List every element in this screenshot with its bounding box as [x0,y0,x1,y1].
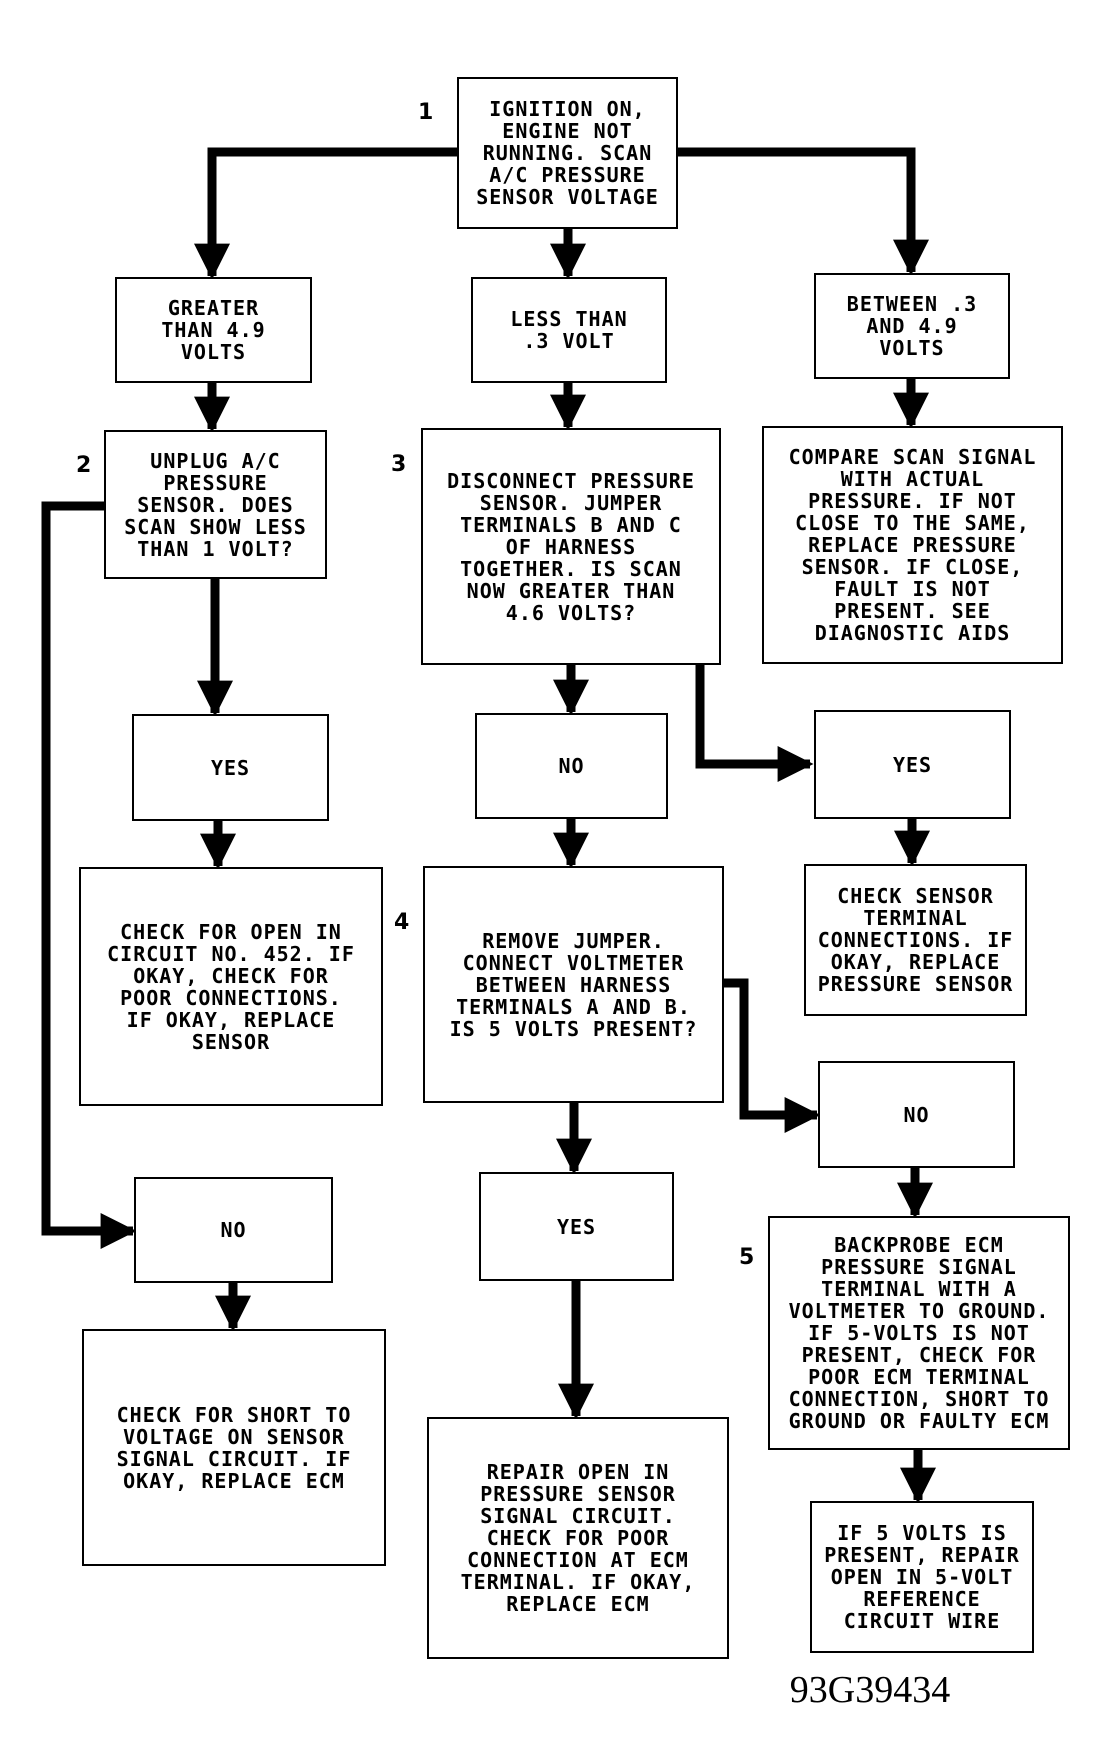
repair-open-box: REPAIR OPEN IN PRESSURE SENSOR SIGNAL CI… [427,1417,729,1659]
unplug-sensor-box: UNPLUG A/C PRESSURE SENSOR. DOES SCAN SH… [104,430,327,579]
less-than-0-3-box: LESS THAN .3 VOLT [471,277,667,383]
check-open-452-box: CHECK FOR OPEN IN CIRCUIT NO. 452. IF OK… [79,867,383,1106]
disconnect-sensor-text: DISCONNECT PRESSURE SENSOR. JUMPER TERMI… [447,468,695,625]
yes-step4-text: YES [556,1214,597,1239]
yes-step4-box: YES [479,1172,674,1281]
backprobe-ecm-box: BACKPROBE ECM PRESSURE SIGNAL TERMINAL W… [768,1216,1070,1450]
connector-disconnect-to-yes [695,665,814,782]
yes-step3-text: YES [892,752,933,777]
connector-remove-jumper-to-no [723,978,821,1133]
yes-step3-box: YES [814,710,1011,819]
figure-id: 93G39434 [789,1669,951,1711]
check-short-voltage-text: CHECK FOR SHORT TO VOLTAGE ON SENSOR SIG… [116,1402,352,1493]
if-5-volts-text: IF 5 VOLTS IS PRESENT, REPAIR OPEN IN 5-… [824,1521,1020,1633]
no-step2-text: NO [220,1218,247,1242]
step-number-3: 3 [391,452,407,477]
yes-step2-box: YES [132,714,329,821]
if-5-volts-box: IF 5 VOLTS IS PRESENT, REPAIR OPEN IN 5-… [810,1501,1034,1653]
start-box: IGNITION ON, ENGINE NOT RUNNING. SCAN A/… [457,77,678,229]
between-text: BETWEEN .3 AND 4.9 VOLTS [846,292,978,360]
connector-start-to-between [678,147,929,276]
disconnect-sensor-box: DISCONNECT PRESSURE SENSOR. JUMPER TERMI… [421,428,721,665]
check-sensor-terminal-text: CHECK SENSOR TERMINAL CONNECTIONS. IF OK… [817,884,1014,996]
connector-start-to-greater [194,147,457,280]
start-text: IGNITION ON, ENGINE NOT RUNNING. SCAN A/… [476,97,659,209]
unplug-sensor-text: UNPLUG A/C PRESSURE SENSOR. DOES SCAN SH… [124,448,307,561]
step-number-2: 2 [76,453,92,478]
no-step3-text: NO [558,754,585,778]
compare-scan-text: COMPARE SCAN SIGNAL WITH ACTUAL PRESSURE… [788,445,1037,645]
yes-step2-text: YES [210,755,251,780]
step-number-5: 5 [739,1245,755,1270]
remove-jumper-box: REMOVE JUMPER. CONNECT VOLTMETER BETWEEN… [423,866,724,1103]
no-step3-box: NO [475,713,668,819]
greater-than-4-9-box: GREATER THAN 4.9 VOLTS [115,277,312,383]
step-number-1: 1 [418,100,434,125]
no-step4-text: NO [903,1102,930,1127]
repair-open-text: REPAIR OPEN IN PRESSURE SENSOR SIGNAL CI… [460,1460,696,1616]
check-open-452-text: CHECK FOR OPEN IN CIRCUIT NO. 452. IF OK… [107,919,355,1054]
no-step2-box: NO [134,1177,333,1283]
step-number-4: 4 [394,910,410,935]
compare-scan-box: COMPARE SCAN SIGNAL WITH ACTUAL PRESSURE… [762,426,1063,664]
check-sensor-terminal-box: CHECK SENSOR TERMINAL CONNECTIONS. IF OK… [804,864,1027,1016]
remove-jumper-text: REMOVE JUMPER. CONNECT VOLTMETER BETWEEN… [449,928,698,1041]
connector-unplug-to-no [41,501,137,1249]
check-short-voltage-box: CHECK FOR SHORT TO VOLTAGE ON SENSOR SIG… [82,1329,386,1566]
no-step4-box: NO [818,1061,1015,1168]
backprobe-ecm-text: BACKPROBE ECM PRESSURE SIGNAL TERMINAL W… [788,1233,1050,1433]
greater-than-4-9-text: GREATER THAN 4.9 VOLTS [161,296,266,364]
between-box: BETWEEN .3 AND 4.9 VOLTS [814,273,1010,379]
less-than-0-3-text: LESS THAN .3 VOLT [510,307,628,353]
